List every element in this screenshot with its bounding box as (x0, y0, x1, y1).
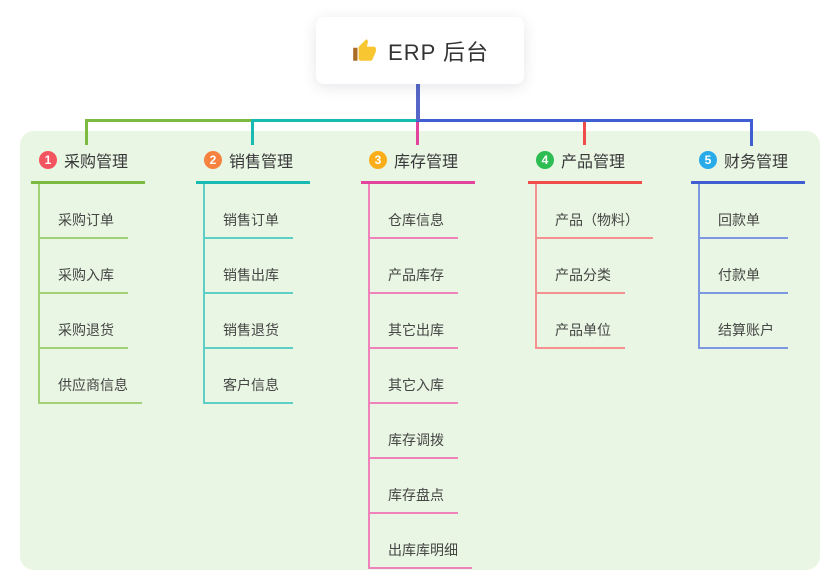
child-label: 产品分类 (555, 267, 611, 283)
connector-drop-inventory (416, 122, 419, 145)
connector-bus-left (85, 119, 253, 122)
child-node[interactable]: 采购入库 (40, 239, 128, 294)
branch-children: 产品（物料） 产品分类 产品单位 (535, 184, 653, 349)
connector-root-drop (416, 84, 420, 121)
branch-number-badge: 3 (369, 151, 387, 169)
child-label: 客户信息 (223, 377, 279, 393)
child-label: 产品库存 (388, 267, 444, 283)
branch-children: 回款单 付款单 结算账户 (698, 184, 788, 349)
child-label: 供应商信息 (58, 377, 128, 393)
connector-drop-finance (750, 119, 753, 146)
child-label: 销售退货 (223, 322, 279, 338)
child-node[interactable]: 库存盘点 (370, 459, 458, 514)
branch-finance: 5 财务管理 回款单 付款单 结算账户 (691, 148, 805, 349)
child-label: 销售出库 (223, 267, 279, 283)
child-label: 产品（物料） (555, 212, 639, 228)
child-node[interactable]: 供应商信息 (40, 349, 142, 404)
child-node[interactable]: 其它出库 (370, 294, 458, 349)
child-label: 出库库明细 (388, 542, 458, 558)
child-node[interactable]: 仓库信息 (370, 184, 458, 239)
branch-title: 销售管理 (229, 154, 294, 171)
child-label: 回款单 (718, 212, 760, 228)
branch-title: 产品管理 (561, 154, 626, 171)
child-node[interactable]: 其它入库 (370, 349, 458, 404)
branch-product: 4 产品管理 产品（物料） 产品分类 产品单位 (528, 148, 653, 349)
connector-drop-product (583, 119, 586, 145)
child-label: 采购退货 (58, 322, 114, 338)
child-label: 库存盘点 (388, 487, 444, 503)
branch-number-badge: 4 (536, 151, 554, 169)
branch-title: 库存管理 (394, 154, 459, 171)
child-node[interactable]: 库存调拨 (370, 404, 458, 459)
branch-title: 财务管理 (724, 154, 789, 171)
child-node[interactable]: 付款单 (700, 239, 788, 294)
child-label: 采购入库 (58, 267, 114, 283)
branch-title: 采购管理 (64, 154, 129, 171)
branch-header[interactable]: 5 财务管理 (691, 148, 805, 184)
child-node[interactable]: 采购退货 (40, 294, 128, 349)
root-node[interactable]: ERP 后台 (316, 17, 524, 84)
branch-number-badge: 2 (204, 151, 222, 169)
branch-header[interactable]: 4 产品管理 (528, 148, 642, 184)
branch-number-badge: 1 (39, 151, 57, 169)
child-node[interactable]: 回款单 (700, 184, 788, 239)
child-node[interactable]: 销售退货 (205, 294, 293, 349)
child-label: 采购订单 (58, 212, 114, 228)
branch-header[interactable]: 1 采购管理 (31, 148, 145, 184)
branch-inventory: 3 库存管理 仓库信息 产品库存 其它出库 其它入库 库存调拨 库存盘点 出库库… (361, 148, 475, 569)
child-node[interactable]: 产品库存 (370, 239, 458, 294)
branch-children: 仓库信息 产品库存 其它出库 其它入库 库存调拨 库存盘点 出库库明细 (368, 184, 472, 569)
branch-number-badge: 5 (699, 151, 717, 169)
child-node[interactable]: 销售订单 (205, 184, 293, 239)
child-node[interactable]: 结算账户 (700, 294, 788, 349)
child-node[interactable]: 客户信息 (205, 349, 293, 404)
child-node[interactable]: 产品（物料） (537, 184, 653, 239)
connector-bus-right (416, 119, 753, 122)
branch-purchase: 1 采购管理 采购订单 采购入库 采购退货 供应商信息 (31, 148, 145, 404)
root-label: ERP 后台 (388, 39, 489, 65)
child-node[interactable]: 产品分类 (537, 239, 625, 294)
child-label: 库存调拨 (388, 432, 444, 448)
branch-header[interactable]: 2 销售管理 (196, 148, 310, 184)
child-label: 结算账户 (718, 322, 774, 338)
branches-panel (20, 131, 820, 570)
connector-drop-sales (251, 119, 254, 145)
branch-children: 销售订单 销售出库 销售退货 客户信息 (203, 184, 293, 404)
connector-drop-purchase (85, 119, 88, 145)
child-label: 产品单位 (555, 322, 611, 338)
child-node[interactable]: 销售出库 (205, 239, 293, 294)
thumbs-up-icon (351, 38, 377, 64)
child-label: 销售订单 (223, 212, 279, 228)
branch-header[interactable]: 3 库存管理 (361, 148, 475, 184)
child-node[interactable]: 采购订单 (40, 184, 128, 239)
connector-bus-middle (251, 119, 419, 122)
child-label: 付款单 (718, 267, 760, 283)
child-node[interactable]: 产品单位 (537, 294, 625, 349)
branch-sales: 2 销售管理 销售订单 销售出库 销售退货 客户信息 (196, 148, 310, 404)
branch-children: 采购订单 采购入库 采购退货 供应商信息 (38, 184, 142, 404)
child-label: 其它入库 (388, 377, 444, 393)
child-label: 其它出库 (388, 322, 444, 338)
child-label: 仓库信息 (388, 212, 444, 228)
child-node[interactable]: 出库库明细 (370, 514, 472, 569)
